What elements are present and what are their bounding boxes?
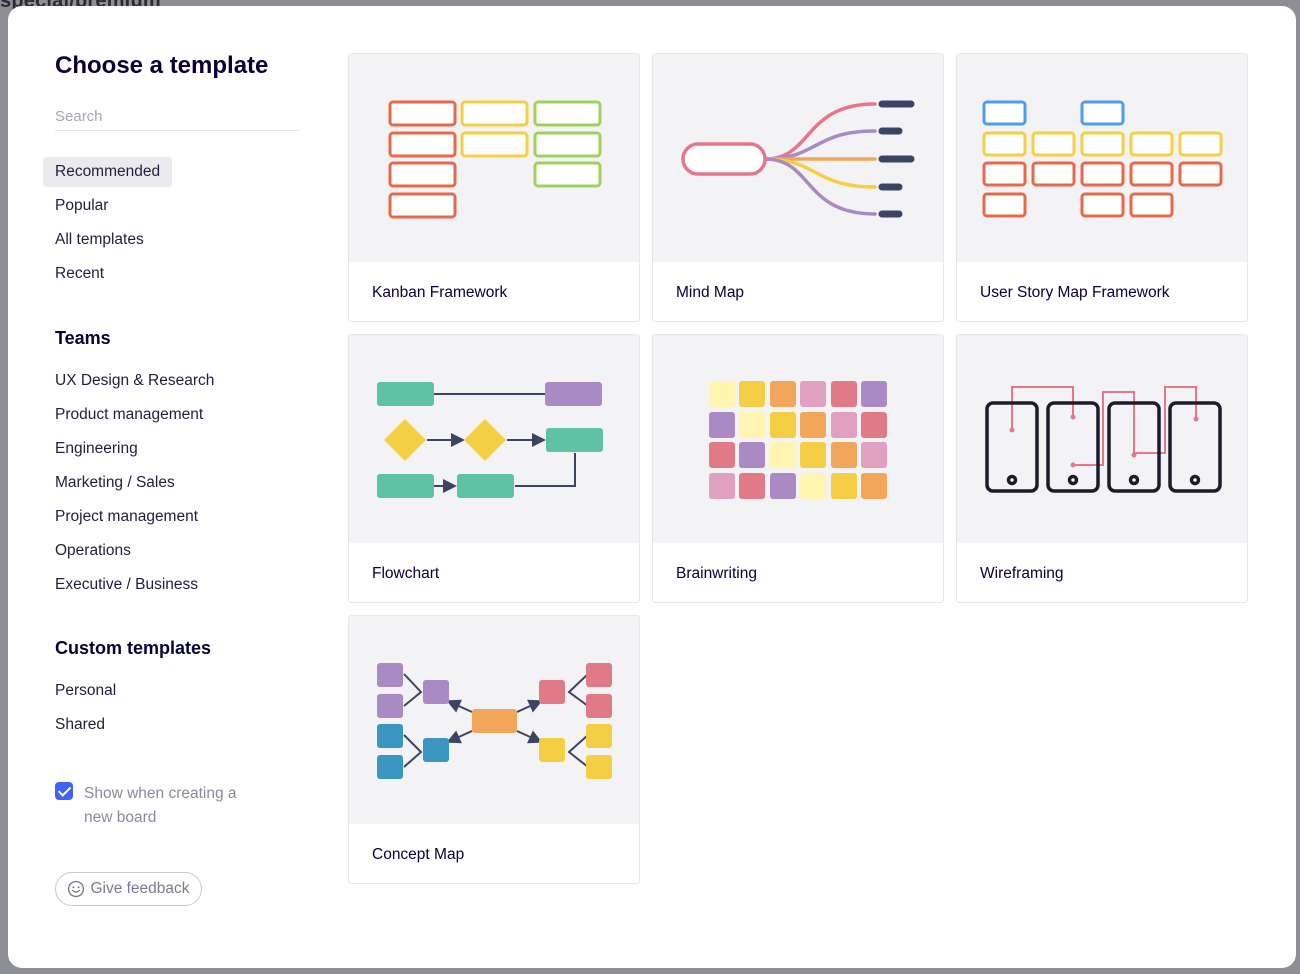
template-preview	[957, 54, 1247, 262]
nav-item-marketing-sales[interactable]: Marketing / Sales	[55, 474, 175, 491]
template-preview	[349, 335, 639, 543]
nav-item-popular[interactable]: Popular	[55, 197, 109, 214]
smiley-icon	[68, 880, 85, 898]
flowchart-illustration-icon	[377, 382, 603, 498]
nav-item-engineering[interactable]: Engineering	[55, 440, 138, 457]
template-card-label: Mind Map	[676, 284, 745, 301]
teams-nav: UX Design & Research Product management …	[43, 366, 323, 604]
template-search-input[interactable]	[55, 102, 300, 131]
template-card-kanban[interactable]: Kanban Framework	[348, 53, 640, 322]
nav-item-executive-business[interactable]: Executive / Business	[55, 576, 199, 593]
template-card-label: User Story Map Framework	[980, 284, 1170, 301]
custom-templates-nav: Personal Shared	[43, 676, 323, 744]
nav-item-personal[interactable]: Personal	[55, 682, 117, 699]
modal-title: Choose a template	[55, 52, 269, 79]
nav-item-all-templates[interactable]: All templates	[55, 231, 144, 248]
template-sidebar: Choose a template Recommended Popular Al…	[8, 6, 328, 968]
give-feedback-button[interactable]: Give feedback	[55, 872, 202, 906]
nav-item-ux-design[interactable]: UX Design & Research	[55, 372, 215, 389]
template-card-label: Wireframing	[980, 565, 1064, 582]
brainwriting-illustration-icon	[709, 381, 887, 499]
template-preview	[349, 54, 639, 262]
kanban-illustration-icon	[388, 100, 602, 219]
show-on-create-checkbox[interactable]	[55, 782, 73, 800]
custom-templates-heading: Custom templates	[55, 638, 212, 658]
wireframing-illustration-icon	[985, 386, 1222, 493]
nav-item-product-management[interactable]: Product management	[55, 406, 204, 423]
nav-item-project-management[interactable]: Project management	[55, 508, 199, 525]
category-nav: Recommended Popular All templates Recent	[43, 157, 323, 293]
give-feedback-label: Give feedback	[90, 880, 190, 897]
nav-item-shared[interactable]: Shared	[55, 716, 105, 733]
concept-map-illustration-icon	[377, 663, 612, 779]
template-preview	[349, 616, 639, 824]
template-card-label: Brainwriting	[676, 565, 757, 582]
template-card-brainwriting[interactable]: Brainwriting	[652, 334, 944, 603]
show-on-create-label: Show when creating a new board	[84, 785, 237, 826]
template-card-label: Kanban Framework	[372, 284, 508, 301]
template-preview	[653, 335, 943, 543]
template-card-label: Concept Map	[372, 846, 465, 863]
template-picker-modal: Choose a template Recommended Popular Al…	[8, 6, 1296, 968]
template-preview	[653, 54, 943, 262]
template-card-label: Flowchart	[372, 565, 440, 582]
mind-map-illustration-icon	[681, 100, 915, 218]
template-card-mind-map[interactable]: Mind Map	[652, 53, 944, 322]
nav-item-operations[interactable]: Operations	[55, 542, 131, 559]
template-card-flowchart[interactable]: Flowchart	[348, 334, 640, 603]
template-card-user-story-map[interactable]: User Story Map Framework	[956, 53, 1248, 322]
template-card-wireframing[interactable]: Wireframing	[956, 334, 1248, 603]
template-card-concept-map[interactable]: Concept Map	[348, 615, 640, 884]
user-story-map-illustration-icon	[982, 100, 1223, 218]
template-preview	[957, 335, 1247, 543]
nav-item-recommended[interactable]: Recommended	[43, 157, 173, 187]
teams-heading: Teams	[55, 328, 111, 348]
nav-item-recent[interactable]: Recent	[55, 265, 105, 282]
